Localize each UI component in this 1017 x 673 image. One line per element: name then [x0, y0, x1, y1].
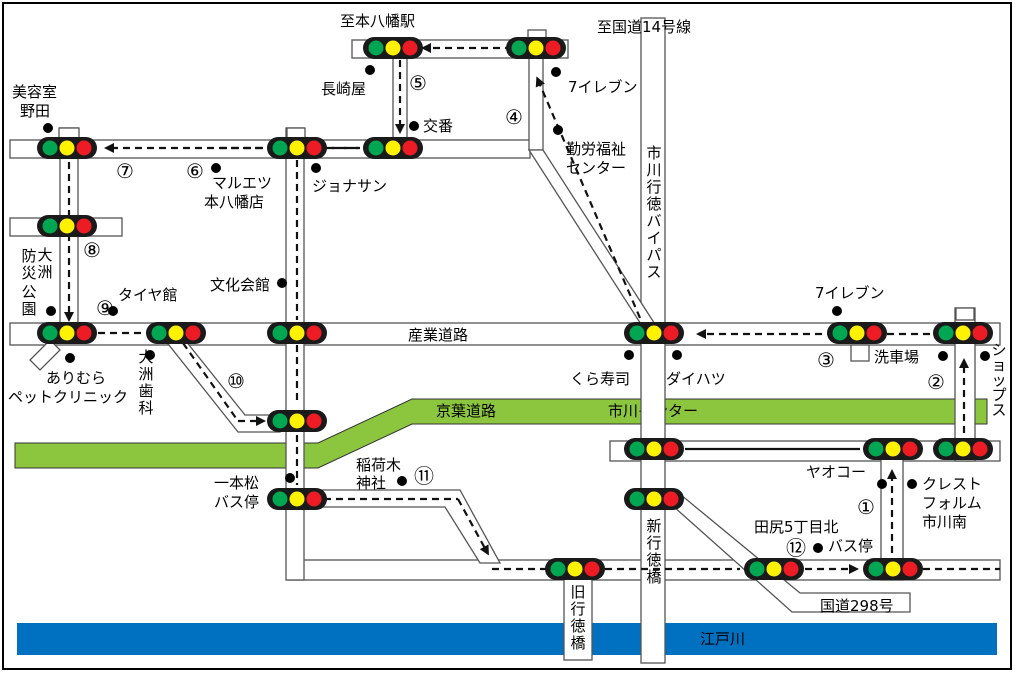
landmark-dots — [43, 65, 990, 553]
landmark-dot — [277, 278, 287, 288]
place-label-bunka-kaikan: 文化会館 — [210, 276, 270, 294]
landmark-dot — [907, 479, 917, 489]
traffic-light — [506, 37, 566, 59]
traffic-light — [37, 137, 97, 159]
landmark-dot — [46, 306, 56, 316]
step-number: ④ — [505, 105, 523, 129]
step-number: ⑨ — [96, 296, 114, 320]
traffic-light — [827, 322, 887, 344]
place-label-seven-eleven-right: 7イレブン — [815, 284, 885, 302]
landmark-dot — [813, 543, 823, 553]
ohsu-shika-label-2: 歯科 — [138, 382, 153, 417]
sangyo-road — [9, 322, 1001, 346]
sangyo-road-label: 産業道路 — [408, 326, 468, 344]
place-label-biyoshitsu-noda: 美容室野田 — [12, 83, 57, 120]
landmark-dot — [145, 350, 155, 360]
ichikawa-bypass-label: 市川行徳バイパス — [646, 144, 661, 281]
step-number: ⑥ — [186, 159, 204, 183]
kokudo298-label: 国道298号 — [820, 597, 894, 615]
koen-label: 公園 — [21, 283, 36, 318]
traffic-light — [37, 215, 97, 237]
traffic-light — [37, 322, 97, 344]
landmark-dot — [285, 473, 295, 483]
place-label-jonathan: ジョナサン — [312, 177, 387, 195]
place-label-inari-jinja: 稲荷木神社 — [356, 456, 401, 492]
landmark-dot — [832, 306, 842, 316]
to-kokudo14-label: 至国道14号線 — [597, 18, 691, 36]
step-number: ① — [857, 495, 875, 519]
traffic-light — [933, 322, 993, 344]
keiyo-label: 京葉道路 — [436, 402, 496, 420]
river-label: 江戸川 — [700, 630, 745, 648]
traffic-light — [744, 558, 804, 580]
place-label-kinro-center: 勤労福祉センター — [566, 140, 626, 177]
landmark-dot — [65, 353, 75, 363]
traffic-light — [363, 137, 423, 159]
place-label-maruetsu: マルエツ本八幡店 — [204, 174, 272, 211]
landmark-dot — [397, 476, 407, 486]
place-labels: 美容室野田長崎屋交番7イレブン勤労福祉センターマルエツ本八幡店ジョナサン文化会館… — [8, 78, 982, 555]
place-label-ippon-matsu: 一本松バス停 — [214, 474, 259, 511]
traffic-light — [624, 438, 684, 460]
step-number: ⑧ — [83, 238, 101, 262]
place-label-arimura-pet: ありむらペットクリニック — [8, 369, 128, 406]
landmark-dot — [409, 121, 419, 131]
landmark-dot — [551, 67, 561, 77]
traffic-light — [267, 488, 327, 510]
landmark-dot — [672, 350, 682, 360]
place-label-taiyakan: タイヤ館 — [118, 286, 178, 304]
traffic-light — [863, 438, 923, 460]
traffic-light — [624, 488, 684, 510]
place-label-crest-form: クレストフォルム市川南 — [922, 475, 982, 531]
landmark-dot — [108, 306, 118, 316]
step-number: ⑦ — [116, 159, 134, 183]
traffic-light — [146, 322, 206, 344]
landmark-dot — [211, 163, 221, 173]
place-label-koban: 交番 — [423, 117, 453, 135]
traffic-light — [863, 558, 923, 580]
to-motoyawata-label: 至本八幡駅 — [340, 12, 415, 30]
place-label-sensyajo: 洗車場 — [874, 348, 919, 366]
traffic-light — [933, 438, 993, 460]
step-number: ⑪ — [414, 464, 434, 488]
place-label-kurazushi: くら寿司 — [570, 370, 630, 388]
traffic-light — [267, 322, 327, 344]
ohsu-label: 大洲 — [37, 246, 52, 281]
traffic-light — [363, 37, 423, 59]
step-number: ⑤ — [409, 71, 427, 95]
shin-gyotoku-label: 新行徳橋 — [646, 517, 661, 586]
landmark-dot — [365, 65, 375, 75]
traffic-light — [545, 558, 605, 580]
landmark-dot — [938, 351, 948, 361]
traffic-light — [267, 410, 327, 432]
edogawa-river — [17, 623, 997, 655]
step-numbers: ① ② ③ ④ ⑤ ⑥ ⑦ ⑧ ⑨ ⑩ ⑪ ⑫ — [83, 71, 945, 560]
place-label-tajiri-bus: 田尻5丁目北バス停 — [754, 518, 873, 555]
landmark-dot — [553, 125, 563, 135]
kyu-gyotoku-label: 旧行徳橋 — [570, 583, 585, 652]
step-number: ③ — [817, 348, 835, 372]
place-label-yaoko: ヤオコー — [806, 463, 866, 481]
traffic-lights — [37, 37, 993, 580]
landmark-dot — [624, 350, 634, 360]
traffic-light — [267, 137, 327, 159]
landmark-dot — [877, 479, 887, 489]
keiyo-expressway — [14, 398, 988, 469]
landmark-dot — [311, 163, 321, 173]
shops-label: ショップス — [991, 341, 1006, 419]
traffic-light — [624, 322, 684, 344]
step-number: ⑫ — [786, 536, 806, 560]
ohsu-shika-label-1: 大洲 — [138, 348, 153, 383]
landmark-dot — [980, 351, 990, 361]
step-number: ⑩ — [227, 369, 245, 393]
bosai-label: 防災 — [21, 247, 36, 282]
place-label-nagasakiya: 長崎屋 — [321, 80, 366, 98]
place-label-seven-eleven-top: 7イレブン — [568, 78, 638, 96]
landmark-dot — [43, 123, 53, 133]
step-number: ② — [927, 370, 945, 394]
place-label-daihatsu: ダイハツ — [666, 370, 726, 388]
